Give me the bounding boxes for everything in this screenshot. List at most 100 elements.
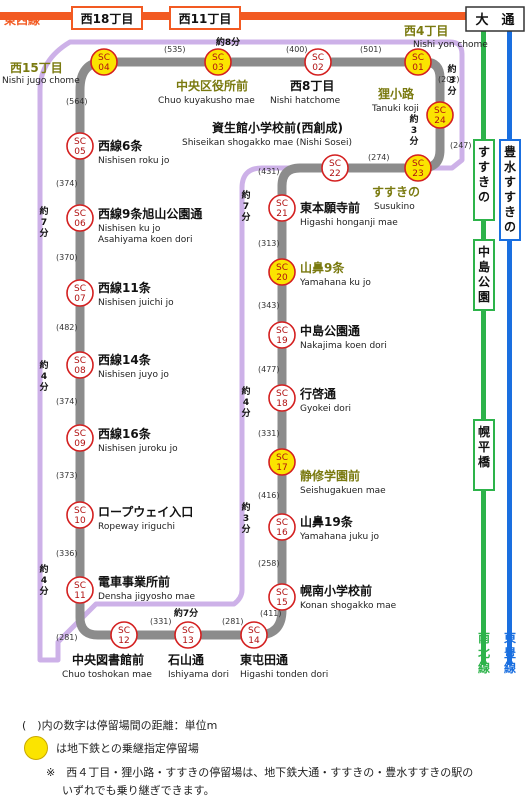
stop-reading-sc12: Chuo toshokan mae (62, 670, 152, 680)
stop-circle-sc15 (268, 583, 296, 611)
stop-circle-sc01 (404, 48, 432, 76)
nishi11-station-box (169, 6, 241, 30)
distance-7: (431) (258, 167, 280, 176)
stop-circle-sc23 (404, 154, 432, 182)
stop-circle-sc16 (268, 513, 296, 541)
stop-reading-sc21: Higashi honganji mae (300, 218, 398, 228)
stop-reading-sc04: Nishi jugo chome (2, 76, 80, 86)
stop-name-sc13: 石山通 (167, 652, 204, 667)
travel-time-t8: 約8分 (216, 36, 240, 48)
namboku-line (481, 30, 486, 665)
distance-21: (482) (56, 323, 78, 332)
stop-circle-sc02 (304, 48, 332, 76)
hosui-station-label: 豊水すすきの (504, 144, 517, 234)
stop-circle-sc08 (66, 351, 94, 379)
stop-name-sc08: 西線14条 (98, 352, 152, 367)
toho-line (507, 30, 512, 665)
stop-circle-sc12 (110, 621, 138, 649)
stop-name-sc02: 西8丁目 (290, 79, 334, 93)
lines-layer (0, 6, 525, 665)
stop-circle-sc06 (66, 204, 94, 232)
stop-circle-sc09 (66, 424, 94, 452)
stop-name-sc16: 山鼻19条 (300, 514, 354, 529)
stop-name-sc22: 資生館小学校前(西創成) (212, 120, 343, 135)
stop-name-sc21: 東本願寺前 (300, 200, 360, 215)
stop-name-sc03: 中央区役所前 (176, 78, 248, 93)
distance-20: (374) (56, 397, 78, 406)
distance-16: (331) (150, 617, 172, 626)
stop-name-sc07: 西線11条 (98, 280, 152, 295)
stop-name-sc18: 行啓通 (299, 386, 336, 401)
stop-name-sc12: 中央図書館前 (72, 652, 144, 667)
distance-12: (416) (258, 491, 280, 500)
horohira-station-box (473, 419, 495, 491)
stop-circle-sc22 (321, 154, 349, 182)
stop-circle-sc05 (66, 132, 94, 160)
stop-reading-sc22: Shiseikan shogakko mae (Nishi Sosei) (182, 138, 352, 148)
distance-6: (274) (368, 153, 390, 162)
stop-reading-sc24: Tanuki koji (371, 104, 419, 114)
distance-17: (281) (56, 633, 78, 642)
hosui-station-box (499, 139, 521, 241)
stop-reading-sc19: Nakajima koen dori (300, 341, 387, 351)
loop-outline (37, 39, 465, 663)
nakajima-station-box (473, 239, 495, 311)
odori-station-box (465, 6, 525, 32)
distance-19: (373) (56, 471, 78, 480)
stop-circle-sc10 (66, 501, 94, 529)
distance-14: (411) (260, 609, 282, 618)
stop-name-sc24: 狸小路 (377, 86, 415, 101)
stop-reading-sc11: Densha jigyosho mae (98, 592, 196, 602)
stop-name-sc14: 東屯田通 (240, 652, 288, 667)
nishi11-station-label: 西11丁目 (179, 12, 232, 26)
stop-reading-sc18: Gyokei dori (300, 404, 351, 414)
stop-circle-sc04 (90, 48, 118, 76)
stop-name-sc15: 幌南小学校前 (300, 583, 372, 598)
stop-circle-sc14 (240, 621, 268, 649)
stop-reading-sc17: Seishugakuen mae (300, 486, 386, 496)
stop-circle-sc18 (268, 384, 296, 412)
distance-18: (336) (56, 549, 78, 558)
stop-reading-sc08: Nishisen juyo jo (98, 370, 169, 380)
susukino-station-box (473, 139, 495, 221)
susukino-station-label: すすきの (478, 145, 490, 204)
distance-5: (247) (450, 141, 472, 150)
stop-reading-sc03: Chuo kuyakusho mae (158, 96, 255, 106)
stop-circle-sc07 (66, 279, 94, 307)
stop-reading-sc02: Nishi hatchome (270, 96, 341, 106)
distance-4: (202) (438, 75, 460, 84)
toho-line-label: 東豊線 (504, 630, 516, 675)
distance-1: (535) (164, 45, 186, 54)
stop-reading-sc23: Susukino (374, 202, 415, 212)
stop-reading-sc14: Higashi tonden dori (240, 670, 328, 680)
stop-name-sc11: 電車事業所前 (98, 574, 170, 589)
stop-name-sc19: 中島公園通 (300, 323, 360, 338)
nishi18-station-box (71, 6, 143, 30)
